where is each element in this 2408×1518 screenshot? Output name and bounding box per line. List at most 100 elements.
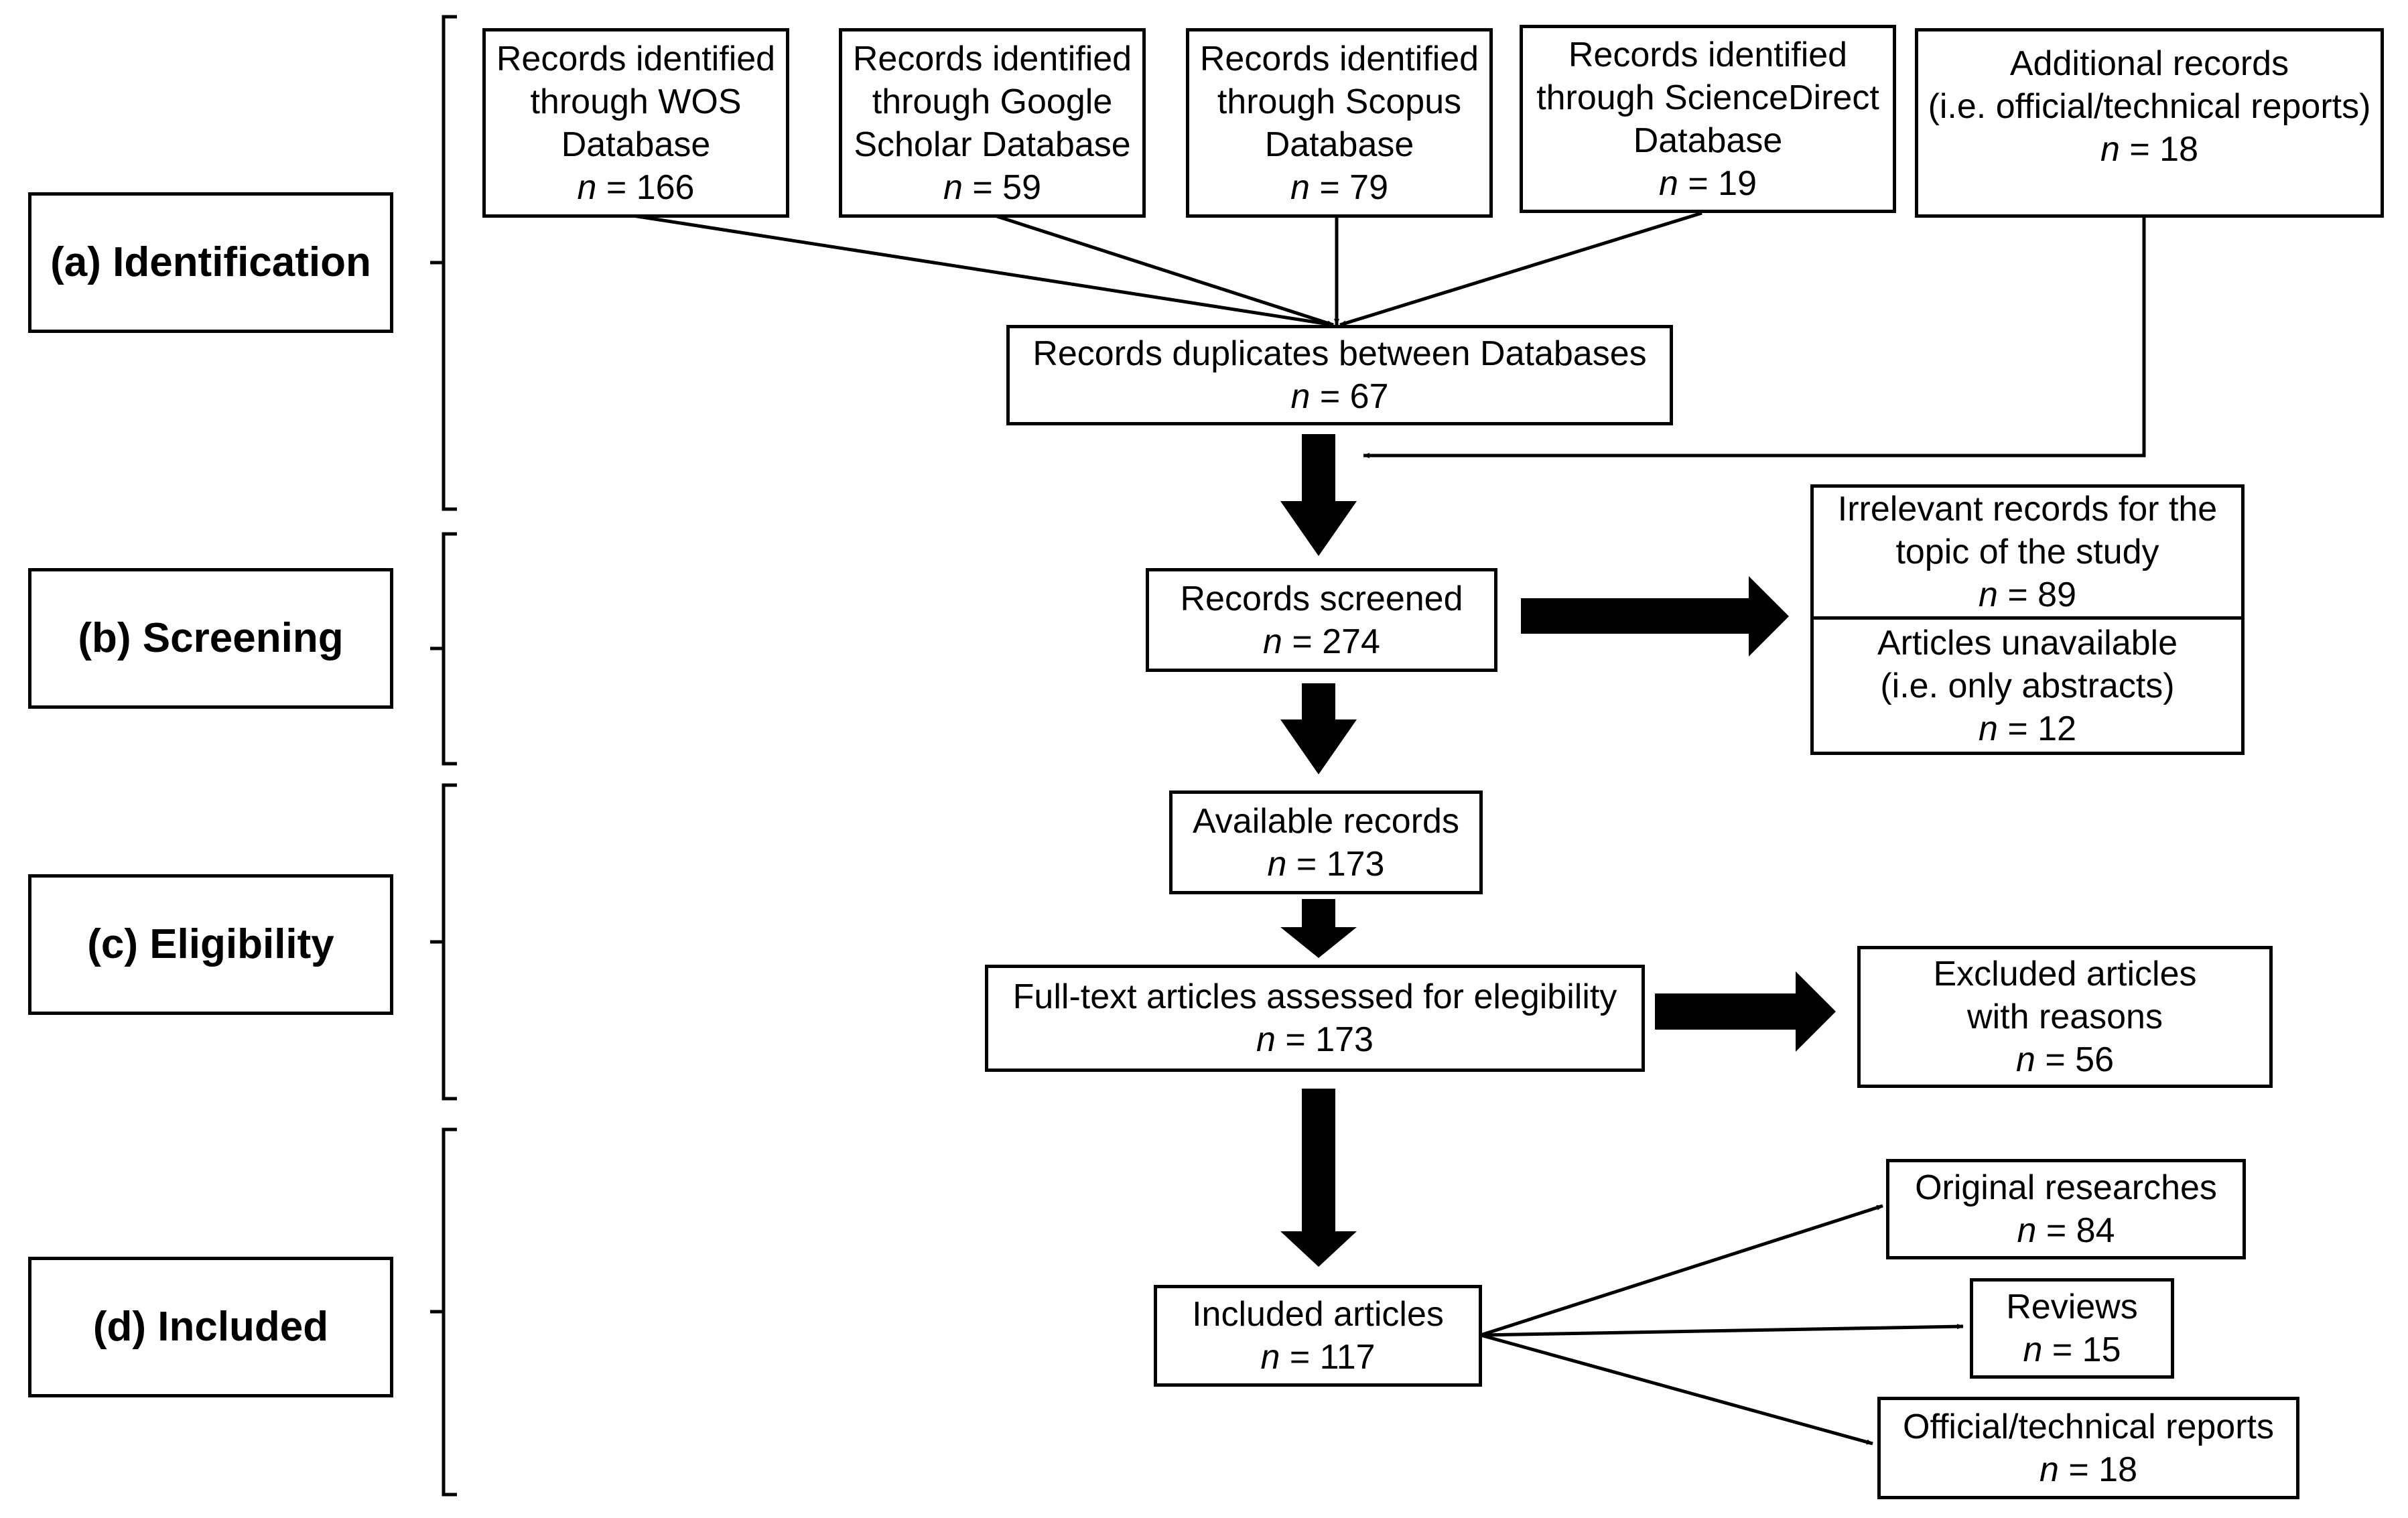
box-text-line: through Scopus <box>1217 82 1462 121</box>
stage-eligibility-label: (c) Eligibility <box>87 921 334 967</box>
box-text-line: (i.e. only abstracts) <box>1880 666 2175 705</box>
count-value: = 274 <box>1292 622 1380 661</box>
box-text-line: Included articles <box>1192 1295 1444 1334</box>
record-count: n = 166 <box>578 166 695 209</box>
box-text-line: through WOS <box>530 82 742 121</box>
record-count: n = 56 <box>2016 1038 2114 1081</box>
box-text-line: with reasons <box>1967 997 2163 1036</box>
box-text-line: Records identified <box>1568 35 1848 74</box>
box-text-line: Database <box>1633 121 1783 160</box>
box-additional-records: Additional records (i.e. official/techni… <box>1915 28 2384 218</box>
connector-additional-to-main <box>1363 218 2146 458</box>
stage-brackets <box>430 15 457 1497</box>
record-count: n = 19 <box>1659 162 1757 205</box>
box-text-line: Excluded articles <box>1933 955 2197 993</box>
record-count: n = 18 <box>2100 128 2198 171</box>
count-value: = 173 <box>1296 844 1385 884</box>
box-text-line: Official/technical reports <box>1903 1407 2274 1446</box>
box-text-line: Records identified <box>852 39 1132 78</box>
count-value: = 15 <box>2052 1330 2121 1369</box>
bracket-identification <box>430 15 457 511</box>
count-value: = 18 <box>2068 1450 2138 1489</box>
n-symbol: n <box>1658 163 1678 203</box>
record-count: n = 12 <box>1979 707 2076 750</box>
connector-included-to-reviews <box>1480 1324 1964 1337</box>
block-arrow-fulltext-to-included <box>1280 1089 1357 1267</box>
box-text-line: Full-text articles assessed for elegibil… <box>1012 977 1617 1016</box>
box-original-researches: Original researches n = 84 <box>1886 1159 2246 1259</box>
stage-included-label: (d) Included <box>92 1304 329 1350</box>
box-text-line: Records screened <box>1180 579 1463 618</box>
box-available-records: Available records n = 173 <box>1169 790 1483 894</box>
box-google-scholar-records: Records identified through Google Schola… <box>839 28 1146 218</box>
n-symbol: n <box>1290 377 1311 416</box>
count-value: = 117 <box>1289 1338 1376 1377</box>
stage-included: (d) Included <box>28 1257 393 1397</box>
count-value: = 67 <box>1319 377 1389 416</box>
box-included-articles: Included articles n = 117 <box>1154 1285 1482 1387</box>
count-value: = 19 <box>1688 163 1757 203</box>
n-symbol: n <box>943 167 963 207</box>
n-symbol: n <box>1263 622 1282 661</box>
box-irrelevant-records: Irrelevant records for the topic of the … <box>1810 484 2245 620</box>
n-symbol: n <box>1290 167 1310 207</box>
record-count: n = 89 <box>1979 573 2076 616</box>
n-symbol: n <box>2039 1450 2059 1489</box>
n-symbol: n <box>1267 844 1287 884</box>
block-arrow-screened-to-excluded-records <box>1521 576 1789 657</box>
box-reviews: Reviews n = 15 <box>1970 1278 2174 1379</box>
box-text-line: Database <box>1264 125 1414 164</box>
box-text-line: Articles unavailable <box>1877 623 2178 663</box>
box-text-line: Database <box>561 125 711 164</box>
stage-screening: (b) Screening <box>28 568 393 709</box>
block-arrow-duplicates-to-screened <box>1280 434 1357 556</box>
n-symbol: n <box>2015 1040 2035 1079</box>
record-count: n = 173 <box>1268 843 1385 886</box>
record-count: n = 117 <box>1260 1336 1375 1379</box>
count-value: = 59 <box>972 167 1042 207</box>
n-symbol: n <box>2017 1211 2037 1250</box>
box-text-line: through ScienceDirect <box>1536 78 1879 117</box>
record-count: n = 67 <box>1290 375 1388 418</box>
box-sciencedirect-records: Records identified through ScienceDirect… <box>1520 25 1896 213</box>
box-text-line: Records duplicates between Databases <box>1032 334 1647 373</box>
box-text-line: (i.e. official/technical reports) <box>1928 87 2371 126</box>
record-count: n = 84 <box>2017 1209 2115 1252</box>
block-arrow-screened-to-available <box>1280 683 1357 774</box>
box-text-line: Irrelevant records for the <box>1837 490 2218 529</box>
box-text-line: Original researches <box>1915 1168 2217 1207</box>
box-official-technical-reports: Official/technical reports n = 18 <box>1877 1397 2299 1499</box>
box-duplicates: Records duplicates between Databases n =… <box>1006 325 1673 425</box>
connector-wos-to-duplicates <box>632 214 1334 327</box>
block-arrow-fulltext-to-excluded-articles <box>1655 971 1836 1052</box>
connector-google-to-duplicates <box>994 214 1334 327</box>
record-count: n = 173 <box>1256 1018 1374 1061</box>
box-text-line: Additional records <box>2009 44 2289 83</box>
box-text-line: topic of the study <box>1895 533 2159 571</box>
record-count: n = 18 <box>2039 1448 2137 1491</box>
connector-sciencedirect-to-duplicates <box>1339 211 1702 327</box>
box-text-line: Reviews <box>2006 1288 2138 1326</box>
n-symbol: n <box>2100 130 2120 169</box>
count-value: = 79 <box>1319 167 1389 207</box>
stage-identification-label: (a) Identification <box>50 239 371 285</box>
connector-included-to-reports <box>1480 1333 1873 1446</box>
bracket-screening <box>430 532 457 766</box>
box-records-screened: Records screened n = 274 <box>1146 568 1497 672</box>
n-symbol: n <box>1260 1338 1280 1377</box>
bracket-included <box>430 1127 457 1497</box>
count-value: = 166 <box>606 167 695 207</box>
box-text-line: Available records <box>1193 801 1459 841</box>
stage-screening-label: (b) Screening <box>78 615 344 661</box>
bracket-eligibility <box>430 783 457 1101</box>
block-arrow-available-to-fulltext <box>1280 899 1357 958</box>
box-fulltext-assessed: Full-text articles assessed for elegibil… <box>985 965 1645 1072</box>
box-articles-unavailable: Articles unavailable (i.e. only abstract… <box>1810 616 2245 755</box>
n-symbol: n <box>1978 575 1998 614</box>
count-value: = 173 <box>1285 1020 1374 1059</box>
stage-eligibility: (c) Eligibility <box>28 874 393 1015</box>
box-text-line: Scholar Database <box>854 125 1131 164</box>
box-wos-records: Records identified through WOS Database … <box>482 28 789 218</box>
